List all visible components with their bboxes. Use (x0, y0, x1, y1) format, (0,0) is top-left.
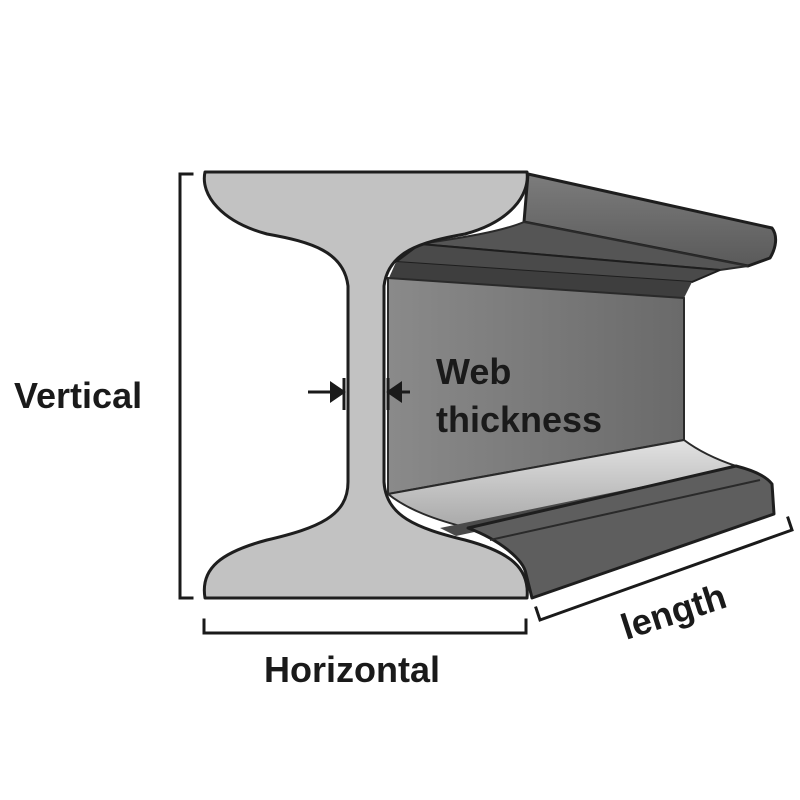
top-flange-surface (388, 172, 778, 298)
vertical-label: Vertical (14, 375, 142, 416)
vertical-dimension-line (178, 172, 194, 600)
web-thickness-label-line2: thickness (436, 399, 602, 440)
horizontal-dimension-line (202, 618, 528, 635)
web-thickness-arrows (308, 378, 410, 410)
horizontal-label: Horizontal (264, 649, 440, 690)
bottom-flange-surface (385, 438, 776, 600)
beam-front-face (202, 170, 529, 600)
web-thickness-label-line1: Web (436, 351, 511, 392)
length-dimension-line (534, 516, 794, 622)
